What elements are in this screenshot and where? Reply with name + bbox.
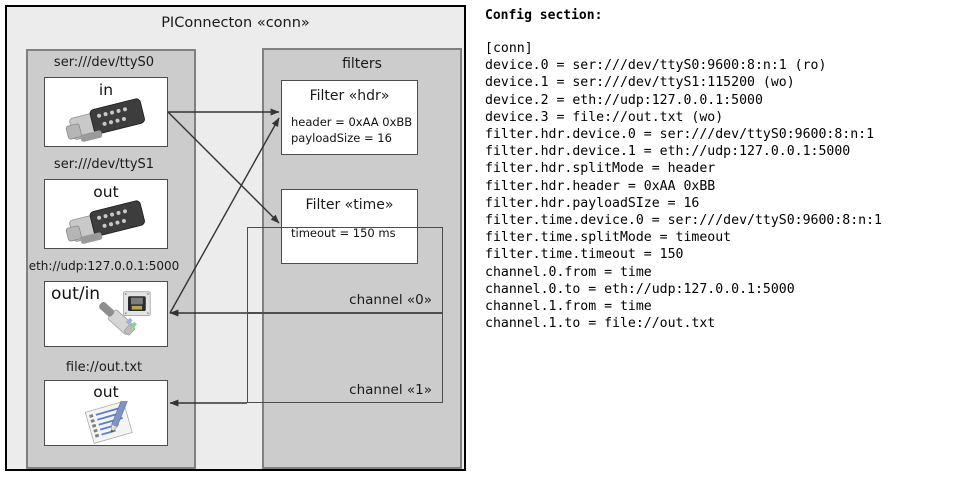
filter-title-hdr: Filter «hdr» (309, 88, 390, 104)
device-label-eth-udp: eth://udp:127.0.0.1:5000 (28, 259, 180, 273)
filter-prop-time-timeout: timeout = 150 ms (291, 226, 396, 240)
device-io-ser-ttys0: in (98, 81, 114, 99)
serial-db9-icon (65, 98, 145, 142)
filter-box-time[interactable]: Filter «time» timeout = 150 ms (281, 189, 418, 264)
channel-label-0: channel «0» (349, 292, 432, 308)
filter-prop-hdr-payloadsize: payloadSize = 16 (291, 131, 392, 145)
serial-db9-icon (65, 200, 145, 244)
device-box-ser-ttys0[interactable]: in (44, 77, 168, 147)
config-heading: Config section: (485, 8, 603, 23)
text-file-pencil-icon (84, 401, 133, 444)
channel-label-1: channel «1» (349, 382, 432, 398)
filter-box-hdr[interactable]: Filter «hdr» header = 0xAA 0xBB payloadS… (281, 80, 418, 155)
config-listing: [conn] device.0 = ser:///dev/ttyS0:9600:… (485, 41, 882, 332)
device-io-ser-ttys1: out (93, 183, 119, 201)
device-io-eth-udp: out/in (51, 284, 101, 304)
device-box-ser-ttys1[interactable]: out (44, 179, 168, 249)
filters-panel-title: filters (342, 56, 382, 72)
device-label-ser-ttys0: ser:///dev/ttyS0 (53, 55, 155, 70)
device-label-file-out: file://out.txt (65, 360, 143, 375)
filter-prop-hdr-header: header = 0xAA 0xBB (291, 115, 413, 129)
channel-box-0[interactable]: channel «0» (247, 227, 443, 313)
channel-box-1[interactable]: channel «1» (247, 313, 443, 403)
device-box-file-out[interactable]: out (44, 380, 168, 446)
device-io-file-out: out (93, 383, 119, 401)
network-jack-icon (99, 291, 151, 336)
filter-title-time: Filter «time» (305, 197, 394, 213)
component-title: PIConnecton «conn» (161, 15, 310, 31)
device-label-ser-ttys1: ser:///dev/ttyS1 (53, 157, 155, 172)
device-box-eth-udp[interactable]: out/in (44, 281, 168, 347)
config-pane: Config section: [conn] device.0 = ser://… (482, 0, 964, 484)
